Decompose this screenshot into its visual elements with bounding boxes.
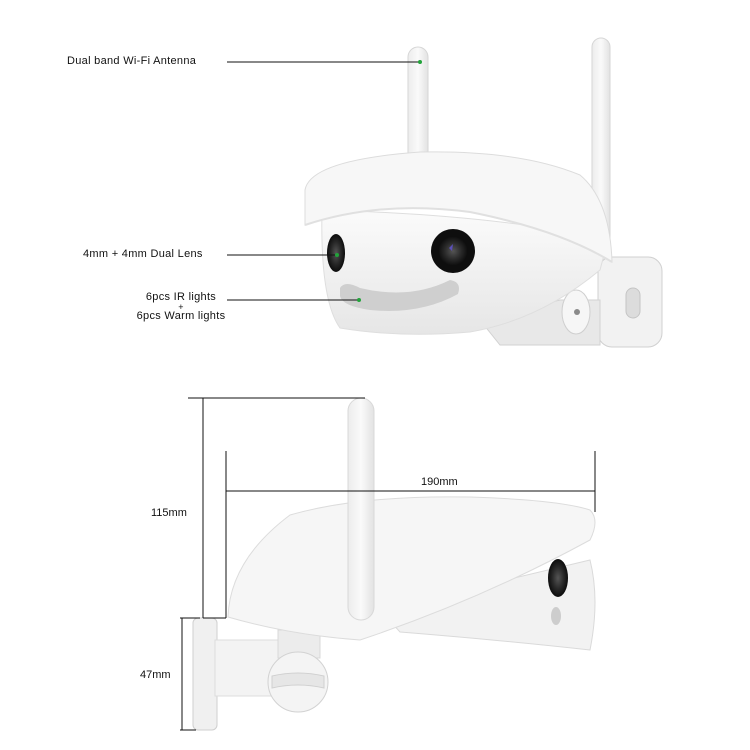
side-view-lens	[548, 559, 568, 597]
mount-dimension-label: 47mm	[140, 669, 171, 681]
height-dimension-label: 115mm	[151, 507, 187, 519]
lens-label: 4mm + 4mm Dual Lens	[83, 248, 203, 260]
lights-label: 6pcs IR lights + 6pcs Warm lights	[126, 292, 236, 322]
side-antenna	[347, 397, 375, 621]
lights-label-line2: 6pcs Warm lights	[136, 310, 226, 322]
top-camera	[304, 37, 663, 348]
lights-callout-dot	[357, 298, 361, 302]
side-lens	[327, 234, 345, 272]
lights-label-line1: 6pcs IR lights	[145, 291, 217, 303]
side-wall-plate	[192, 617, 218, 731]
ir-light-strip	[340, 280, 459, 311]
bottom-camera	[192, 397, 596, 731]
width-dimension-label: 190mm	[421, 476, 458, 488]
antenna-label: Dual band Wi-Fi Antenna	[67, 55, 197, 67]
side-hood	[227, 496, 596, 641]
antenna-callout-dot	[418, 60, 422, 64]
lens-callout-dot	[335, 253, 339, 257]
callout-lines	[227, 60, 422, 302]
dimension-lines	[180, 397, 596, 731]
lights-label-plus: +	[178, 302, 184, 312]
